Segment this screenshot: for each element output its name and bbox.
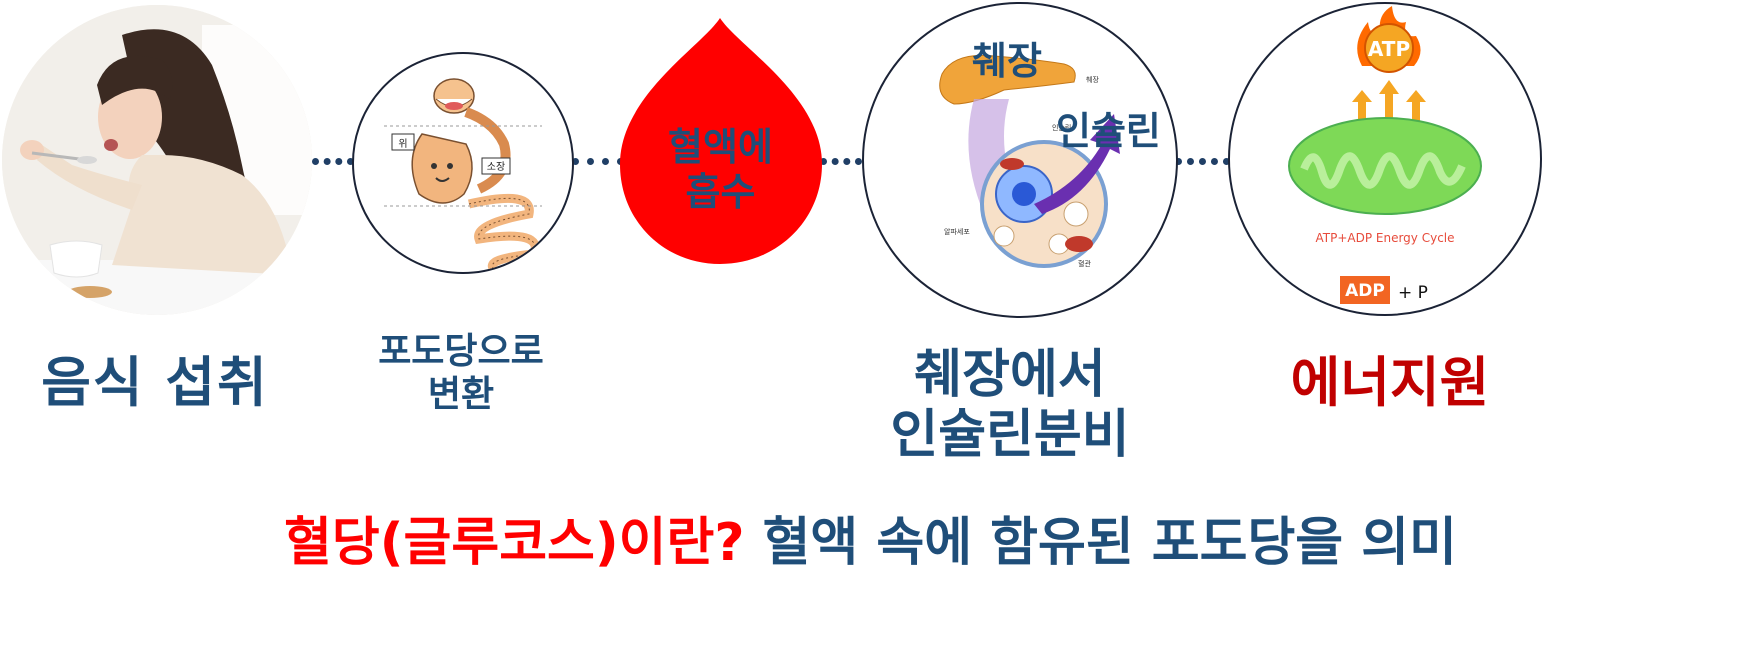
- blood-drop: 혈액에 흡수: [618, 16, 823, 268]
- eating-photo: [2, 5, 312, 315]
- drop-text-line1: 혈액에: [668, 125, 773, 169]
- connector-1: [312, 158, 354, 165]
- energy-circle: ATP ATP+ADP Energy Cycle ADP + P: [1228, 2, 1542, 316]
- connector-2: [572, 158, 624, 165]
- step5-label: 에너지원: [1290, 351, 1490, 414]
- stomach-tag: 위: [398, 137, 407, 150]
- plus-p-text: + P: [1398, 283, 1428, 303]
- connector-4: [1175, 158, 1230, 165]
- atp-badge: ATP: [1368, 37, 1410, 61]
- definition-text: 혈액 속에 함유된 포도당을 의미: [762, 513, 1457, 573]
- connector-3: [820, 158, 862, 165]
- energy-cycle-caption: ATP+ADP Energy Cycle: [1315, 231, 1454, 245]
- step1-label: 음식 섭취: [41, 351, 269, 414]
- digestion-circle: 위 소장: [352, 52, 574, 274]
- small-vessel-label: 혈관: [1078, 259, 1091, 268]
- adp-badge: ADP: [1345, 281, 1385, 301]
- small-alpha-label: 알파세포: [944, 227, 970, 236]
- definition-footer: 혈당(글루코스)이란? 혈액 속에 함유된 포도당을 의미: [0, 500, 1741, 575]
- overlay-insulin-text: 인슐린: [1056, 109, 1161, 153]
- small-pancreas-label: 췌장: [1086, 75, 1099, 84]
- drop-text-line2: 흡수: [685, 170, 756, 214]
- intestine-tag: 소장: [487, 161, 505, 173]
- overlay-pancreas-text: 췌장: [972, 39, 1042, 83]
- small-insulin-label: 인슐린: [1052, 123, 1071, 132]
- definition-term: 혈당(글루코스)이란?: [284, 513, 745, 573]
- step4-label-line1: 췌장에서: [914, 345, 1106, 405]
- step4-label-line2: 인슐린분비: [890, 405, 1130, 465]
- step2-label-line2: 변환: [427, 374, 495, 415]
- pancreas-circle: 췌장 인슐린 알파세포 혈관 췌장 인슐린: [862, 2, 1178, 318]
- step2-label-line1: 포도당으로: [378, 331, 544, 372]
